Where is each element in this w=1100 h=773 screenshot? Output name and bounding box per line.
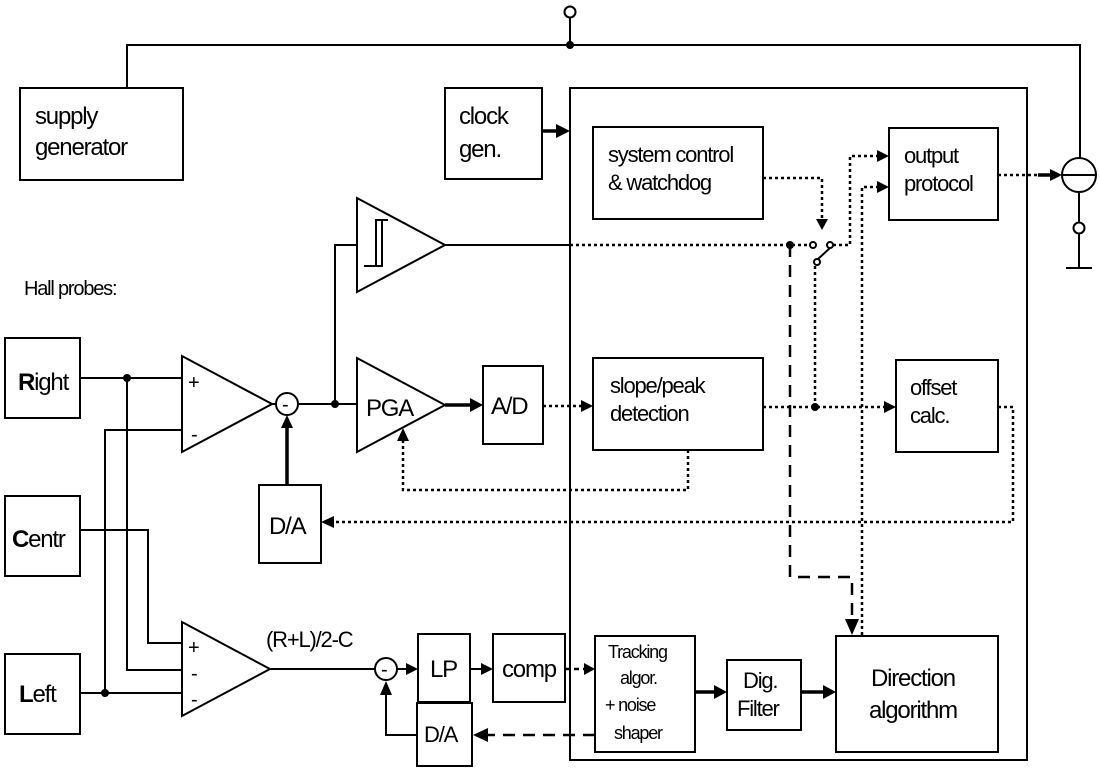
svg-text:-: - bbox=[282, 394, 288, 416]
svg-text:clock: clock bbox=[459, 103, 510, 130]
selector-switch bbox=[809, 241, 834, 266]
svg-text:protocol: protocol bbox=[904, 171, 973, 196]
output-protocol-block: output protocol bbox=[888, 127, 999, 221]
hall-probes-label: Hall probes: bbox=[24, 278, 116, 300]
svg-text:D/A: D/A bbox=[424, 722, 459, 747]
svg-text:slope/peak: slope/peak bbox=[610, 373, 707, 398]
svg-text:Tracking: Tracking bbox=[608, 642, 667, 662]
svg-text:Direction: Direction bbox=[871, 665, 955, 692]
svg-text:gen.: gen. bbox=[459, 136, 501, 163]
svg-text:-: - bbox=[191, 424, 197, 446]
svg-text:-: - bbox=[191, 663, 197, 685]
da-top-block: D/A bbox=[258, 484, 322, 564]
svg-text:+: + bbox=[188, 637, 199, 659]
output-terminal bbox=[1061, 157, 1097, 269]
da-bottom-block: D/A bbox=[416, 702, 473, 767]
svg-text:+ noise: + noise bbox=[605, 695, 656, 715]
sum-amplifier: + - - bbox=[181, 620, 273, 718]
svg-text:D/A: D/A bbox=[269, 513, 307, 540]
slope-peak-block: slope/peak detection bbox=[592, 357, 764, 451]
svg-text:algor.: algor. bbox=[620, 668, 657, 688]
probe-centre: Centr bbox=[4, 495, 81, 577]
dig-filter-block: Dig. Filter bbox=[726, 659, 802, 731]
probe-left-label: Left bbox=[19, 681, 57, 708]
probe-left: Left bbox=[4, 653, 81, 735]
svg-text:-: - bbox=[381, 659, 387, 681]
tracking-block: Tracking algor. + noise shaper bbox=[594, 635, 696, 753]
pga-block: PGA bbox=[356, 356, 448, 454]
probe-right-label: Right bbox=[18, 369, 70, 396]
diff-amplifier-top: + - bbox=[181, 354, 275, 454]
offset-calc-block: offset calc. bbox=[895, 359, 999, 453]
subtractor-top: - bbox=[275, 392, 299, 416]
direction-algorithm-block: Direction algorithm bbox=[835, 635, 999, 753]
svg-text:-: - bbox=[191, 689, 197, 711]
clock-gen-block: clock gen. bbox=[444, 87, 543, 180]
probe-centre-label: Centr bbox=[12, 526, 66, 553]
comp-block: comp bbox=[492, 633, 566, 703]
svg-text:algorithm: algorithm bbox=[869, 697, 957, 724]
schmitt-comparator bbox=[356, 196, 448, 294]
svg-text:output: output bbox=[904, 143, 959, 168]
supply-bus bbox=[126, 5, 1081, 158]
svg-text:generator: generator bbox=[35, 134, 128, 161]
probe-wiring bbox=[80, 374, 182, 697]
lp-block: LP bbox=[417, 633, 471, 703]
svg-text:calc.: calc. bbox=[910, 403, 949, 428]
svg-text:comp: comp bbox=[502, 656, 557, 683]
svg-text:supply: supply bbox=[35, 103, 98, 130]
digital-core-box bbox=[569, 87, 1028, 761]
system-control-block: system control & watchdog bbox=[592, 126, 764, 220]
sum-formula-label: (R+L)/2-C bbox=[266, 627, 354, 652]
probe-right: Right bbox=[4, 337, 81, 419]
subtractor-bottom: - bbox=[374, 657, 398, 681]
svg-text:Filter: Filter bbox=[737, 696, 780, 721]
svg-text:system control: system control bbox=[608, 142, 733, 167]
svg-text:LP: LP bbox=[430, 656, 457, 683]
svg-text:detection: detection bbox=[610, 401, 689, 426]
ad-block: A/D bbox=[482, 365, 544, 445]
svg-text:shaper: shaper bbox=[614, 723, 663, 743]
svg-text:+: + bbox=[188, 372, 199, 394]
supply-generator-block: supply generator bbox=[19, 87, 184, 181]
svg-text:PGA: PGA bbox=[366, 395, 414, 422]
svg-text:A/D: A/D bbox=[491, 393, 528, 420]
svg-text:offset: offset bbox=[910, 375, 957, 400]
svg-text:& watchdog: & watchdog bbox=[608, 170, 711, 195]
svg-text:Dig.: Dig. bbox=[743, 668, 777, 693]
